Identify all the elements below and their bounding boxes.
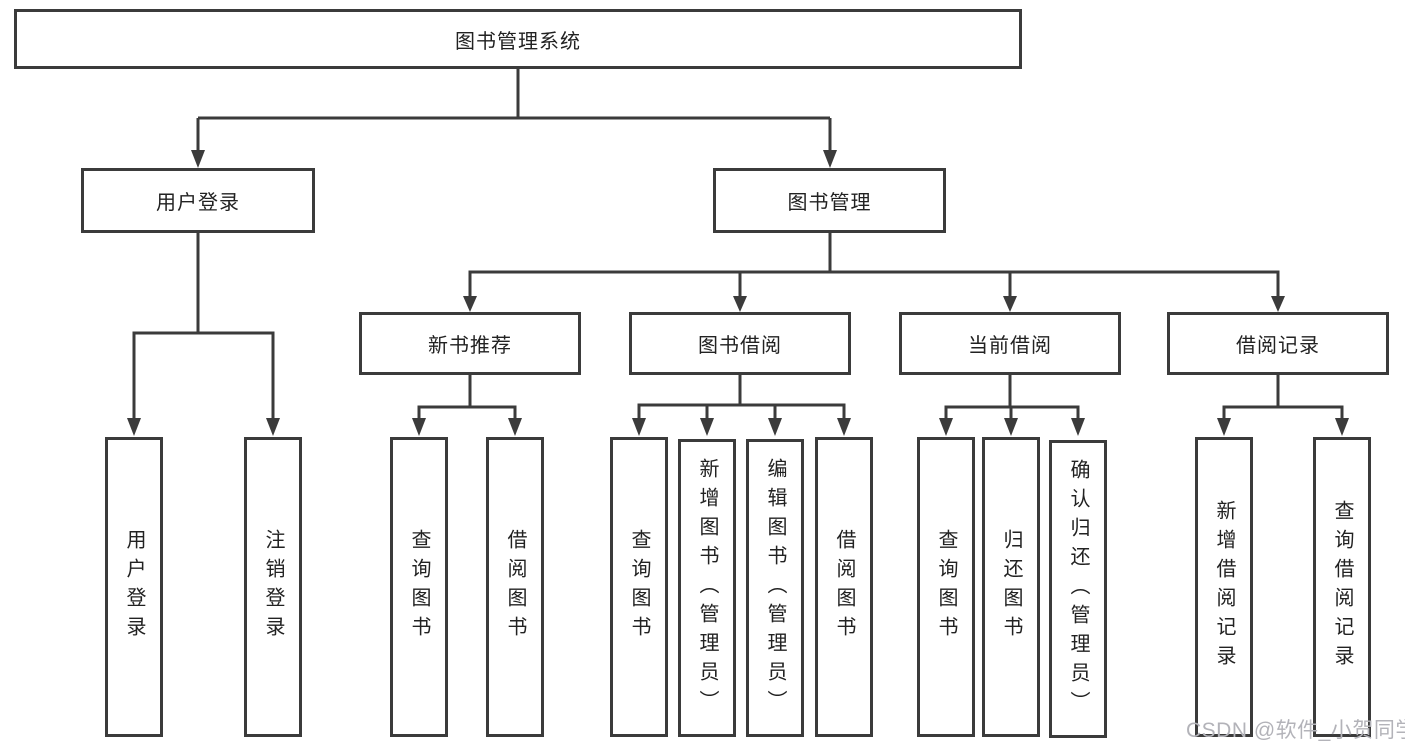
node-label: 用户登录: [123, 529, 145, 645]
node-label: 图书管理: [787, 192, 872, 214]
node-label: 借阅图书: [833, 529, 855, 645]
leaf-borrowing-query-books: 查询图书: [610, 437, 668, 737]
connector-new-book-recommendation-branch: [412, 375, 522, 436]
node-label: 新书推荐: [428, 335, 512, 357]
connector-root-to-level2: [191, 69, 837, 168]
connector-book-management-branch: [463, 233, 1285, 312]
leaf-current-return-books: 归还图书: [982, 437, 1040, 737]
leaf-borrowing-borrow-books: 借阅图书: [815, 437, 873, 737]
node-library-management-system: 图书管理系统: [14, 9, 1022, 69]
csdn-watermark: CSDN @软件_小贺同学: [1186, 719, 1405, 742]
leaf-recommend-borrow-books: 借阅图书: [486, 437, 544, 737]
node-label: 当前借阅: [968, 335, 1052, 357]
leaf-records-query-record: 查询借阅记录: [1313, 437, 1371, 737]
node-label: 图书管理系统: [455, 30, 581, 53]
node-label: 图书借阅: [698, 335, 782, 357]
connector-borrowing-records-branch: [1217, 375, 1349, 436]
node-book-management: 图书管理: [713, 168, 946, 233]
leaf-current-query-books: 查询图书: [917, 437, 975, 737]
node-label: 新增借阅记录: [1213, 500, 1235, 674]
node-borrowing-records: 借阅记录: [1167, 312, 1389, 375]
leaf-records-add-record: 新增借阅记录: [1195, 437, 1253, 737]
node-label: 查询图书: [628, 529, 650, 645]
node-label: 用户登录: [156, 192, 240, 214]
node-label: 借阅图书: [504, 529, 526, 645]
leaf-borrowing-add-books-admin: 新增图书（管理员）: [678, 439, 736, 737]
node-label: 查询借阅记录: [1331, 500, 1353, 674]
node-label: 借阅记录: [1236, 335, 1320, 357]
leaf-user-login: 用户登录: [105, 437, 163, 737]
node-label: 编辑图书（管理员）: [764, 457, 786, 719]
leaf-current-confirm-return-admin: 确认归还（管理员）: [1049, 440, 1107, 738]
node-label: 查询图书: [935, 529, 957, 645]
node-label: 归还图书: [1000, 529, 1022, 645]
leaf-borrowing-edit-books-admin: 编辑图书（管理员）: [746, 439, 804, 737]
node-label: 注销登录: [262, 529, 284, 645]
connector-user-login-branch: [127, 233, 280, 436]
node-label: 确认归还（管理员）: [1067, 458, 1089, 720]
leaf-logout: 注销登录: [244, 437, 302, 737]
connector-book-borrowing-branch: [632, 375, 851, 436]
node-new-book-recommendation: 新书推荐: [359, 312, 581, 375]
node-user-login: 用户登录: [81, 168, 315, 233]
leaf-recommend-query-books: 查询图书: [390, 437, 448, 737]
node-current-borrowing: 当前借阅: [899, 312, 1121, 375]
node-book-borrowing: 图书借阅: [629, 312, 851, 375]
node-label: 查询图书: [408, 529, 430, 645]
node-label: 新增图书（管理员）: [696, 457, 718, 719]
connector-current-borrowing-branch: [939, 375, 1085, 436]
